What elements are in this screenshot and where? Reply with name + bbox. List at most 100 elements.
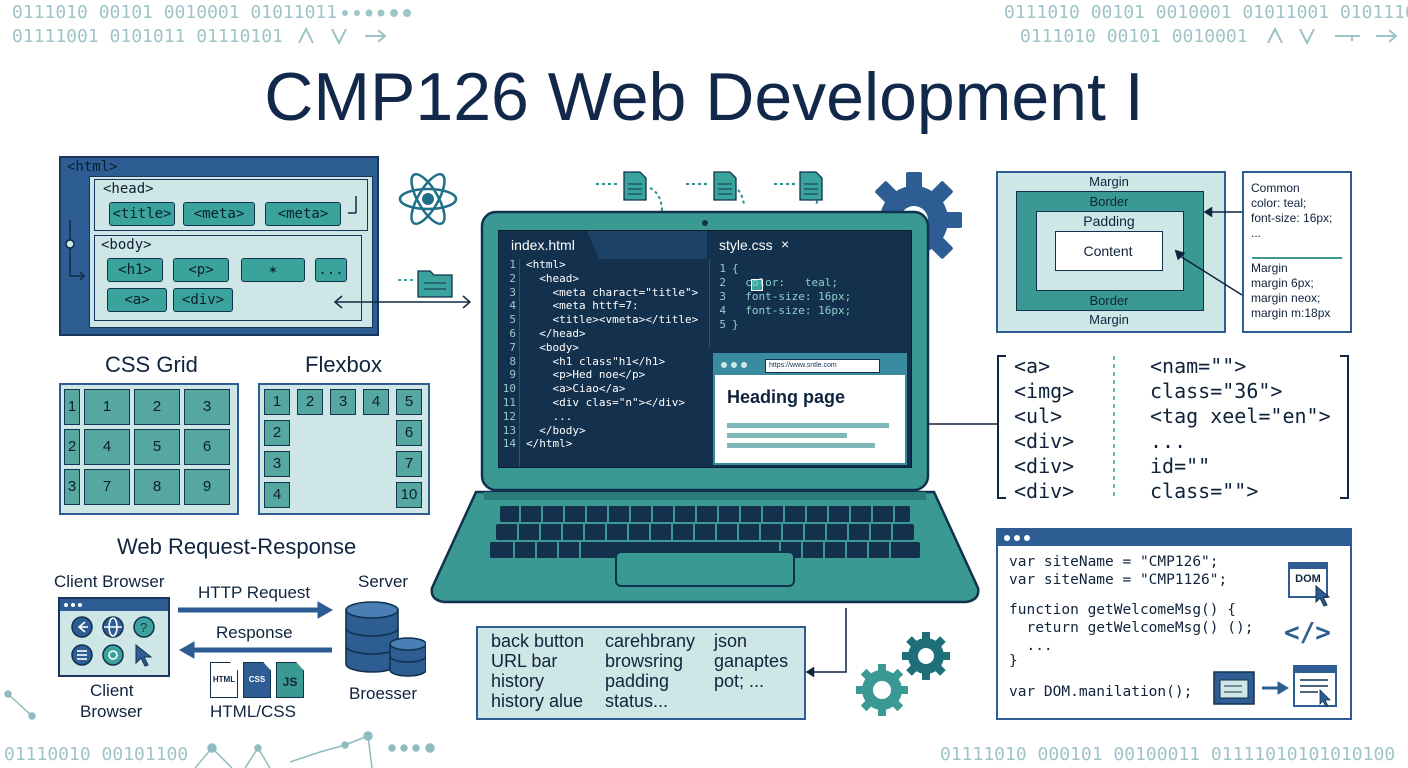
- code-line: ...: [526, 409, 573, 423]
- grid-cell: 1: [64, 389, 80, 425]
- close-icon[interactable]: ×: [781, 236, 790, 252]
- tab-style-css[interactable]: style.css ×: [707, 231, 911, 259]
- grid-cell: 7: [84, 469, 130, 505]
- atom-icon: [398, 172, 458, 226]
- grid-cell: 6: [184, 429, 230, 465]
- border-bottom-label: Border: [1089, 293, 1129, 308]
- border-top-label: Border: [1089, 194, 1129, 209]
- browser-term: browsring: [605, 651, 684, 671]
- tag-item: <div>: [1014, 429, 1075, 453]
- binary-text-top-right-1: 0111010 00101 0010001 01011001 0101110: [1004, 2, 1408, 23]
- code-line: <a>Ciao</a>: [526, 382, 626, 396]
- line-number: 3: [719, 290, 726, 303]
- settings-icon: [102, 644, 124, 666]
- grid-cell: 3: [184, 389, 230, 425]
- document-icon: [799, 171, 823, 201]
- grid-cell: 8: [134, 469, 180, 505]
- code-line: <p>Hed noe</p>: [526, 368, 646, 382]
- dom-tree-panel: <html> <head> <title> <meta> <meta> <bod…: [59, 156, 379, 336]
- cursor-icon: [1315, 584, 1331, 607]
- box-model-content: [1055, 231, 1163, 271]
- css-editor: [709, 259, 912, 347]
- tab-index-html[interactable]: index.html: [499, 231, 599, 259]
- browser-term: history alue: [491, 691, 584, 711]
- tag-attribute: class="">: [1150, 479, 1259, 503]
- line-number: 14: [502, 437, 516, 451]
- js-code-line: var DOM.manilation();: [1009, 684, 1193, 700]
- code-line: <div clas="n"></div>: [526, 396, 685, 409]
- code-line: color: teal;: [732, 276, 838, 289]
- code-line: {: [732, 262, 739, 275]
- binary-text-top-right-2: 0111010 00101 0010001: [1020, 26, 1248, 47]
- line-number: 4: [719, 304, 726, 317]
- grid-cell: 2: [64, 429, 80, 465]
- browser-term: carehbrany: [605, 631, 696, 651]
- grid-cell: 4: [84, 429, 130, 465]
- dom-body-box: <body> <h1> <p> ✶ ... <a> <div>: [94, 235, 362, 321]
- http-request-label: HTTP Request: [198, 583, 311, 602]
- file-icon-label: JS: [282, 675, 298, 689]
- preview-text-line: [727, 433, 847, 438]
- line-number: 7: [509, 340, 516, 354]
- code-line: <title><vmeta></title>: [526, 313, 699, 327]
- code-line: </body>: [526, 423, 586, 437]
- file-icon-label: CSS: [248, 675, 266, 684]
- browser-term: URL bar: [491, 651, 558, 671]
- file-icon-label: HTML: [212, 675, 236, 684]
- gears-icon: [856, 632, 950, 716]
- arrow-icons-top-right: [1267, 26, 1398, 46]
- browser-term: json: [714, 631, 748, 651]
- browser-terms-box: [476, 626, 806, 720]
- window-icon: [1213, 671, 1255, 705]
- browser-term: pot; ...: [714, 671, 765, 691]
- tag-attribute: class="36">: [1150, 379, 1283, 403]
- grid-cell: 3: [64, 469, 80, 505]
- flex-item: 4: [363, 389, 389, 415]
- box-model-notes: [1242, 171, 1352, 333]
- teal-color-swatch: [751, 279, 763, 291]
- dom-html-inner: <head> <title> <meta> <meta> <body> <h1>…: [89, 176, 373, 328]
- note-line: Margin: [1251, 261, 1288, 275]
- code-icon: </>: [1284, 618, 1331, 648]
- request-response-title: Web Request-Response: [117, 534, 357, 559]
- meta-tag-2: <meta>: [265, 202, 341, 226]
- binary-text-top-left-2: 01111001 0101011 01110101: [12, 26, 283, 47]
- line-number: 1: [719, 262, 726, 275]
- browser-term: history: [491, 671, 545, 691]
- file-icon: HTML: [210, 662, 238, 698]
- code-line: <head>: [526, 271, 579, 285]
- browser-term: status...: [605, 691, 669, 711]
- content-label: Content: [1083, 243, 1133, 259]
- browser-preview: https://www.sntle.com Heading page: [713, 353, 907, 465]
- server-label: Server: [358, 572, 409, 591]
- preview-heading: Heading page: [727, 387, 846, 407]
- client-bottom-label-1: Client: [90, 681, 134, 700]
- trackpad: [615, 551, 795, 587]
- flexbox-label: Flexbox: [305, 352, 383, 377]
- a-tag: <a>: [107, 288, 167, 312]
- window-icon: [1293, 665, 1337, 708]
- line-number: 3: [509, 285, 516, 299]
- flex-item: 4: [264, 482, 290, 508]
- preview-url-bar[interactable]: https://www.sntle.com: [765, 359, 880, 373]
- grid-cell: 9: [184, 469, 230, 505]
- js-code-line: ...: [1009, 638, 1053, 654]
- h1-tag: <h1>: [107, 258, 163, 282]
- database-icon: [345, 601, 426, 677]
- note-line: margin 6px;: [1251, 276, 1314, 290]
- response-label: Response: [216, 623, 293, 642]
- dom-head-box: <head> <title> <meta> <meta>: [94, 179, 368, 231]
- js-panel: [996, 528, 1352, 720]
- grid-cell: 5: [134, 429, 180, 465]
- p-tag: <p>: [173, 258, 229, 282]
- flex-item: 2: [264, 420, 290, 446]
- grid-cell: 1: [84, 389, 130, 425]
- dots-decoration: [342, 9, 411, 17]
- code-line: font-size: 16px;: [732, 304, 852, 317]
- page-title: CMP126 Web Development I: [264, 59, 1144, 135]
- tag-item: <img>: [1014, 379, 1075, 403]
- line-number: 1: [509, 258, 516, 271]
- file-icon: CSS: [243, 662, 271, 698]
- browser-term: ganaptes: [714, 651, 789, 671]
